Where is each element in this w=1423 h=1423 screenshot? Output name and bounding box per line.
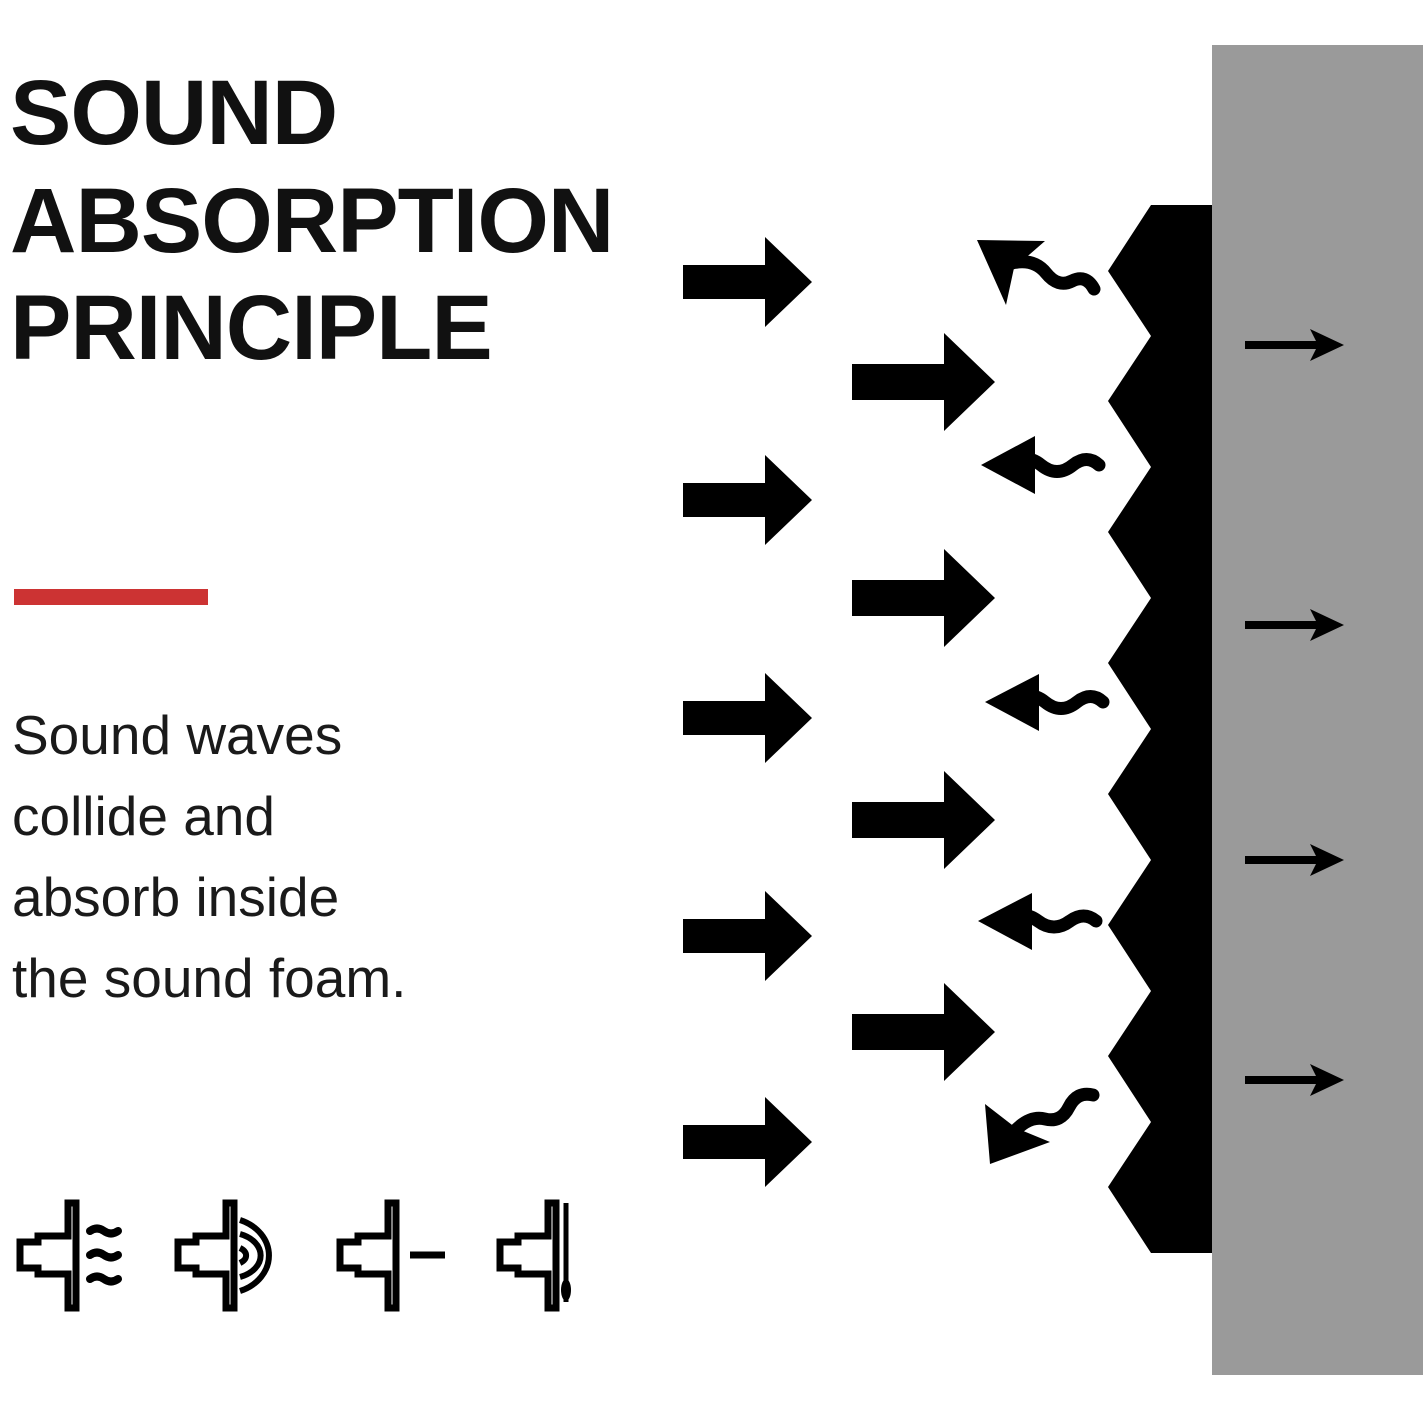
reflected-wave-tail-4 [995,908,1103,934]
incident-arrow-4 [852,549,995,647]
reflected-arrow-head-1 [977,240,1045,305]
reflected-arrow-head-5 [985,1104,1050,1164]
acoustic-foam-panel [1108,205,1212,1253]
title-line-3: PRINCIPLE [10,277,493,380]
reflected-arrow-head-4 [978,893,1032,950]
incident-arrow-7 [683,891,812,981]
incident-arrow-3 [683,455,812,545]
reflected-arrow-heads [977,240,1050,1164]
speaker-with-line-icon [330,1198,450,1313]
transmitted-arrow-4 [1245,1064,1344,1096]
incident-arrow-6 [852,771,995,869]
reflected-arrow-group [995,255,1110,1140]
speaker-with-waves-icon [10,1198,130,1313]
speaker-with-arcs-icon [168,1198,288,1313]
speaker-icon-row [10,1198,610,1313]
incident-arrow-1 [683,237,812,327]
page-title: SOUND ABSORPTION PRINCIPLE [10,60,670,383]
incident-arrow-8 [852,983,995,1081]
reflected-wave-tail-5 [1006,1087,1100,1140]
incident-arrow-5 [683,673,812,763]
transmitted-arrow-group [1245,329,1344,1096]
reflected-arrow-head-2 [981,436,1035,494]
reflected-wave-tail-3 [1002,689,1110,715]
incident-arrow-group [683,237,995,1187]
transmitted-arrow-2 [1245,609,1344,641]
body-paragraph: Sound waves collide and absorb inside th… [12,704,407,1009]
speaker-with-bar-icon [490,1198,610,1313]
wall-panel [1212,45,1423,1375]
title-line-2: ABSORPTION [10,169,614,272]
reflected-wave-tail-1 [1005,255,1101,296]
title-line-1: SOUND [10,62,338,164]
incident-arrow-9 [683,1097,812,1187]
red-accent-rule [14,589,208,605]
incident-arrow-2 [852,333,995,431]
transmitted-arrow-3 [1245,844,1344,876]
reflected-wave-tail-2 [998,452,1106,478]
transmitted-arrow-1 [1245,329,1344,361]
reflected-arrow-head-3 [985,674,1039,731]
